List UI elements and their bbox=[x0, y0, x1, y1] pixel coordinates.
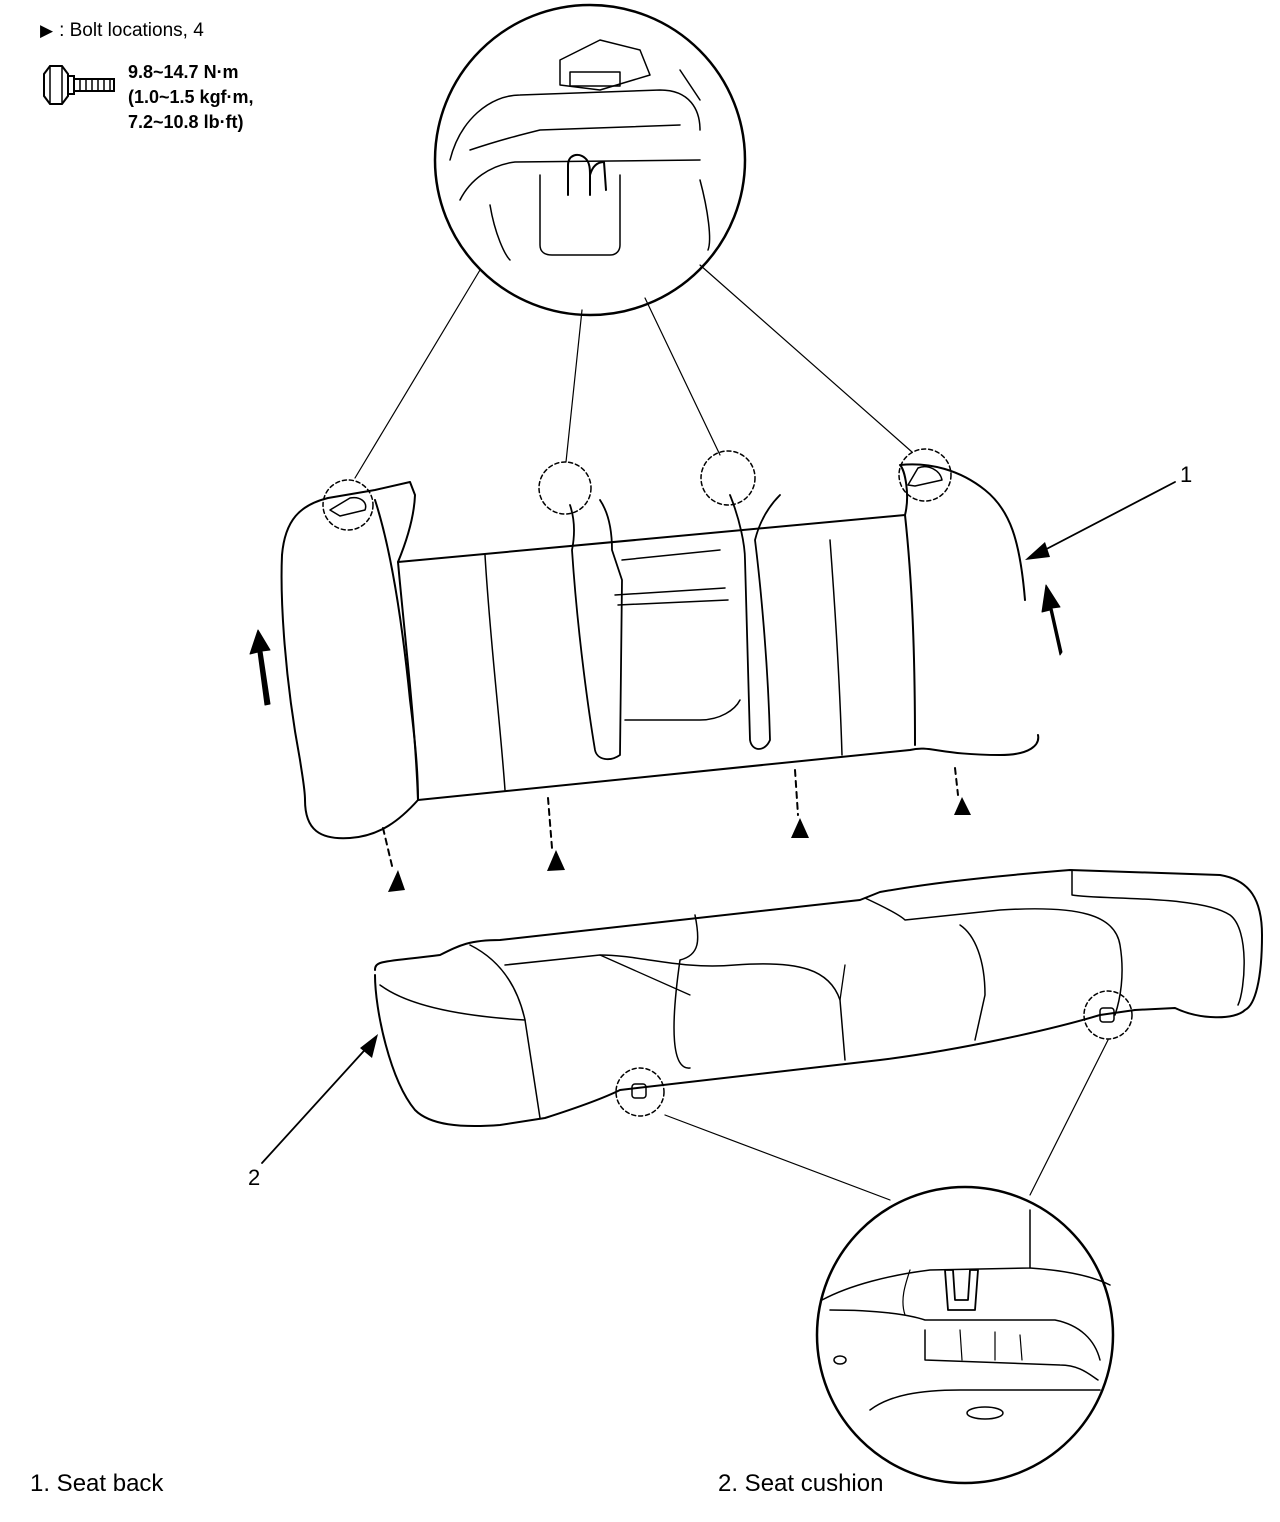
torque-kgfm: (1.0~1.5 kgf·m, bbox=[128, 87, 254, 107]
torque-nm: 9.8~14.7 N·m bbox=[128, 62, 239, 82]
torque-lbft: 7.2~10.8 lb·ft) bbox=[128, 112, 244, 132]
callout-seat-back: 1 bbox=[1180, 462, 1193, 487]
caption-seat-back: 1. Seat back bbox=[30, 1470, 164, 1497]
triangle-marker-icon: ▶ bbox=[40, 21, 54, 40]
seat-cushion bbox=[374, 869, 1263, 1128]
legend: ▶ : Bolt locations, 4 bbox=[40, 20, 204, 42]
callout-arrows bbox=[261, 481, 1176, 1164]
top-detail-view bbox=[433, 3, 747, 317]
legend-label: : Bolt locations, 4 bbox=[59, 20, 204, 41]
torque-spec: 9.8~14.7 N·m (1.0~1.5 kgf·m, 7.2~10.8 lb… bbox=[40, 60, 254, 135]
torque-values: 9.8~14.7 N·m (1.0~1.5 kgf·m, 7.2~10.8 lb… bbox=[128, 60, 254, 135]
bottom-detail-view bbox=[815, 1185, 1115, 1485]
bolt-icon bbox=[43, 65, 115, 105]
seat-back bbox=[249, 448, 1063, 840]
legend-bolt-locations: ▶ : Bolt locations, 4 bbox=[40, 20, 204, 42]
top-leader-lines bbox=[354, 264, 913, 479]
bottom-leader-lines bbox=[664, 1039, 1109, 1201]
caption-seat-cushion: 2. Seat cushion bbox=[718, 1470, 884, 1497]
callout-seat-cushion: 2 bbox=[248, 1165, 261, 1190]
bolt-markers bbox=[382, 767, 971, 892]
